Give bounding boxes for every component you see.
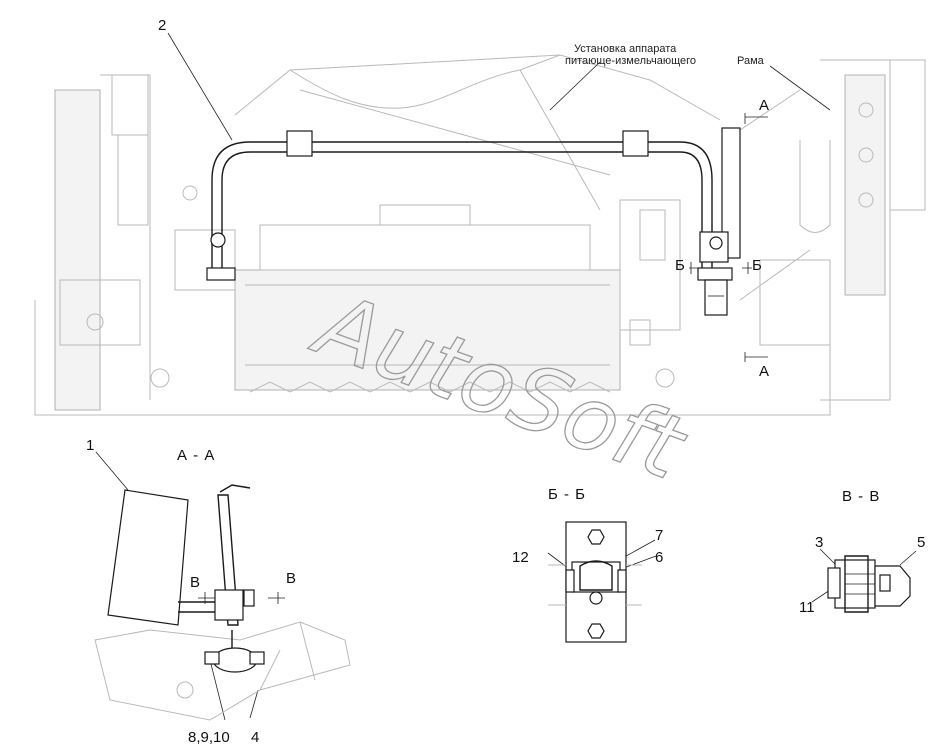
section-mark-a-top: А (759, 97, 769, 114)
callout-6: 6 (655, 549, 663, 566)
section-b-b (548, 521, 642, 643)
callout-2: 2 (158, 17, 166, 34)
section-a-a (94, 484, 351, 721)
machine-background (34, 54, 926, 416)
section-mark-v-left: В (190, 574, 200, 591)
note-frame: Рама (737, 55, 765, 67)
section-mark-b-right: Б (752, 257, 762, 274)
main-rail-assembly (206, 127, 741, 316)
section-v-v (827, 555, 911, 613)
callout-1: 1 (86, 437, 94, 454)
section-title-v-v: В - В (842, 488, 880, 505)
callout-4: 4 (251, 729, 259, 746)
section-title-b-b: Б - Б (548, 486, 586, 503)
section-title-a-a: А - А (177, 447, 215, 464)
callout-8-9-10: 8,9,10 (188, 729, 230, 746)
section-mark-a-bottom: А (759, 363, 769, 380)
callout-3: 3 (815, 534, 823, 551)
note-feeder-line1: Установка аппарата (574, 43, 677, 55)
callout-11: 11 (799, 599, 815, 616)
section-mark-b-left: Б (675, 257, 685, 274)
callout-7: 7 (655, 527, 663, 544)
callout-12: 12 (512, 549, 529, 566)
section-mark-v-right: В (286, 570, 296, 587)
note-feeder-line2: питающе-измельчающего (565, 55, 696, 67)
text-labels: 2 Установка аппарата питающе-измельчающе… (86, 17, 925, 746)
callout-5: 5 (917, 534, 925, 551)
